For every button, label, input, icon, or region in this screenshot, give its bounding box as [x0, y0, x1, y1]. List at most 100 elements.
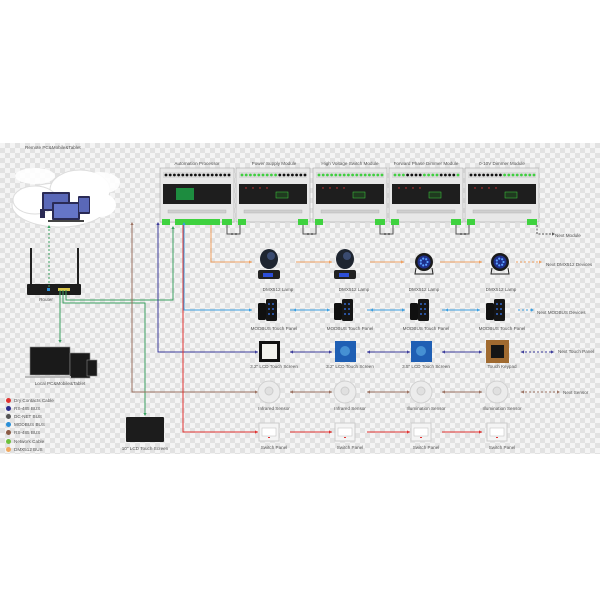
terminal-screw: [244, 173, 248, 177]
terminal-row: [392, 172, 460, 178]
lcd-display-icon: [176, 188, 194, 200]
led: [422, 264, 425, 267]
connector-dot: [388, 233, 390, 235]
terminal-screw: [206, 173, 210, 177]
monitor-base: [25, 376, 71, 378]
led: [498, 257, 501, 260]
status-led: [474, 187, 476, 189]
touch-button: [268, 313, 270, 315]
terminal-screw: [265, 173, 269, 177]
next-modbus-label: Next MODBUS Devices: [537, 310, 586, 315]
dc-net-link: [379, 225, 394, 235]
led: [426, 260, 429, 264]
modbus-panel-label: MODBUS Touch Panel: [250, 326, 298, 331]
terminal-screw: [482, 173, 485, 177]
terminal-screw: [427, 173, 430, 177]
status-led: [259, 187, 261, 189]
touch-button: [268, 308, 270, 310]
touch-button: [344, 313, 346, 315]
dc-net-link: [302, 225, 317, 235]
terminal-screw: [452, 173, 456, 177]
touch-button: [496, 308, 498, 310]
modbus-panel-label: MODBUS Touch Panel: [402, 326, 450, 331]
dc-net-link: [226, 225, 241, 235]
terminal-screw: [444, 173, 447, 177]
modbus-cable: [183, 225, 252, 311]
touch-button: [348, 303, 350, 305]
switch-panel-label: Switch Panel: [260, 445, 288, 450]
terminal-screw: [511, 173, 515, 177]
status-led: [481, 187, 483, 189]
led: [419, 259, 422, 262]
module-panel: [316, 184, 384, 204]
arrow-icon: [182, 222, 186, 225]
led: [498, 264, 501, 267]
din-rail-clip: [472, 209, 532, 214]
lamp-bracket: [414, 267, 434, 275]
arrow-icon: [329, 260, 332, 264]
sensor-lens: [264, 386, 274, 396]
module-panel: [392, 184, 460, 204]
arrow-icon: [143, 413, 147, 416]
module-label: 0-10V Dimmer Module: [479, 161, 525, 166]
next-touch-label: Next Touch Panel: [558, 349, 594, 354]
arrow-icon: [521, 390, 524, 394]
arrow-icon: [442, 350, 445, 354]
legend-label: Dry Contacts Cable: [14, 397, 54, 403]
modbus-panel-label: MODBUS Touch Panel: [326, 326, 374, 331]
dry-contact-cable: [182, 225, 258, 433]
terminal-screw: [274, 173, 277, 177]
terminal-screw: [503, 173, 506, 177]
switch-panel-label: Switch Panel: [488, 445, 516, 450]
terminal-screw: [219, 173, 223, 177]
terminal-screw: [168, 173, 172, 177]
legend-item: Network Cable: [6, 437, 54, 445]
terminal-screw: [198, 173, 202, 177]
module-label: Forward Phase Dimmer Module: [393, 161, 459, 166]
segment-display-icon: [504, 191, 518, 199]
terminal-row: [163, 172, 231, 178]
terminal-screw: [524, 173, 527, 177]
legend-swatch: [6, 422, 11, 428]
sensor-label: Infrared Sensor: [334, 406, 366, 411]
terminal-screw: [215, 173, 218, 177]
legend-item: Dry Contacts Cable: [6, 396, 54, 404]
arrow-icon: [255, 350, 258, 354]
led: [502, 260, 505, 264]
bus-terminal: [375, 219, 385, 225]
status-led: [419, 187, 421, 189]
status-led: [488, 187, 490, 189]
terminal-screw: [177, 173, 181, 177]
arrow-icon: [249, 308, 252, 312]
din-rail-clip: [396, 209, 456, 214]
legend-label: MODBUS BUS: [14, 422, 45, 428]
legend-item: RS-485 BUS: [6, 404, 54, 412]
modbus-touch-panel-icon: [494, 299, 505, 321]
lcd-screen-label: 3.2" LCD Touch Screen: [250, 364, 298, 369]
arrow-icon: [130, 222, 134, 225]
led: [425, 263, 428, 266]
legend-swatch: [6, 397, 11, 403]
terminal-screw: [355, 173, 359, 177]
cloud-icon: [15, 168, 55, 184]
switch-rocker: [261, 427, 277, 437]
terminal-screw: [515, 173, 519, 177]
legend-item: DMX512 BUS: [6, 445, 54, 453]
arrow-icon: [156, 222, 160, 225]
antenna-icon: [77, 248, 79, 290]
touch-button: [420, 308, 422, 310]
bus-terminal: [527, 219, 537, 225]
touch-button: [420, 313, 422, 315]
dmx512-cable: [210, 225, 252, 263]
arrow-icon: [329, 430, 332, 434]
terminal-screw: [402, 173, 405, 177]
status-led: [398, 187, 400, 189]
terminal-row: [468, 172, 536, 178]
modbus-touch-panel-icon: [418, 299, 429, 321]
legend-swatch: [6, 413, 11, 419]
led: [495, 262, 498, 265]
sensor-label: Illumination Sensor: [406, 406, 446, 411]
terminal-screw: [397, 173, 401, 177]
touch-button: [424, 308, 426, 310]
